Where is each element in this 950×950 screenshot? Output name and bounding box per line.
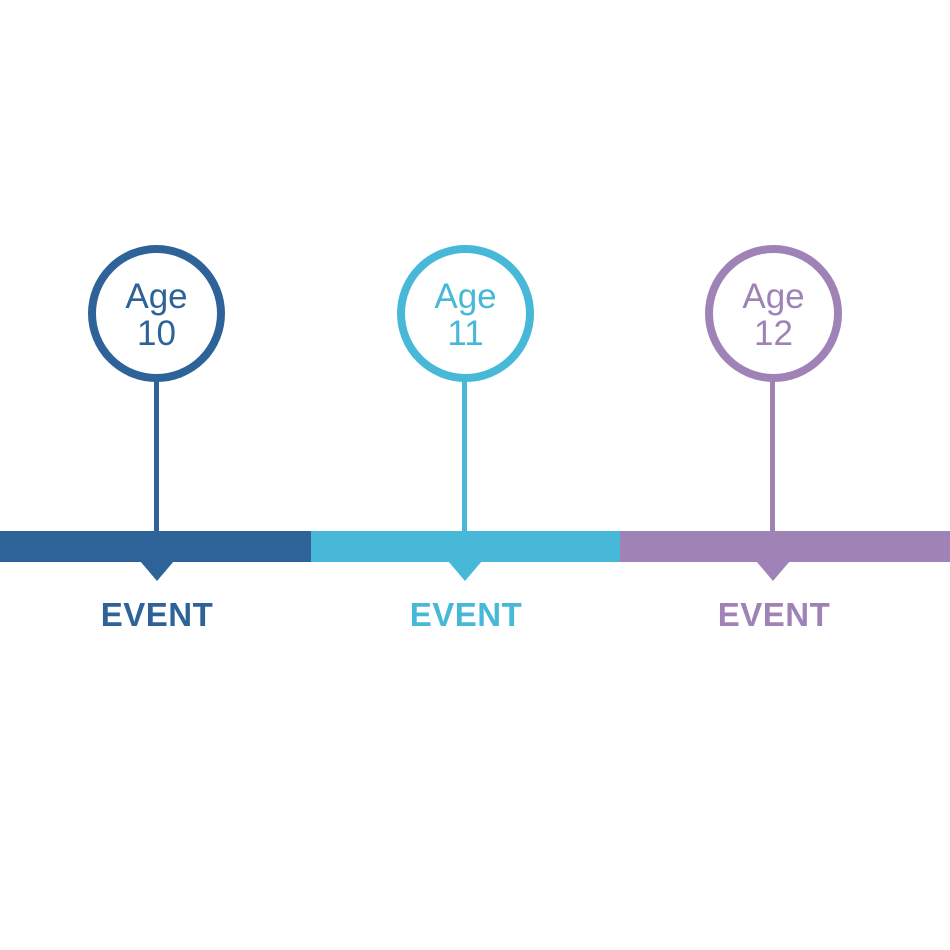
age-value: 12 (754, 313, 793, 353)
age-marker: Age 10 (88, 245, 225, 382)
event-label: EVENT (717, 596, 831, 633)
event-label: EVENT (409, 596, 523, 633)
age-value: 10 (137, 313, 176, 353)
age-marker: Age 12 (705, 245, 842, 382)
age-marker: Age 11 (397, 245, 534, 382)
age-label: Age (125, 276, 188, 316)
timeline-pointer (140, 561, 174, 581)
timeline-segment (0, 531, 311, 562)
event-label: EVENT (100, 596, 214, 633)
marker-stem (154, 378, 159, 532)
timeline-pointer (756, 561, 790, 581)
marker-stem (770, 378, 775, 532)
timeline-segment (620, 531, 950, 562)
age-value: 11 (447, 313, 484, 353)
age-label: Age (434, 276, 497, 316)
marker-stem (462, 378, 467, 532)
age-label: Age (742, 276, 805, 316)
timeline-segment (311, 531, 620, 562)
timeline-pointer (448, 561, 482, 581)
